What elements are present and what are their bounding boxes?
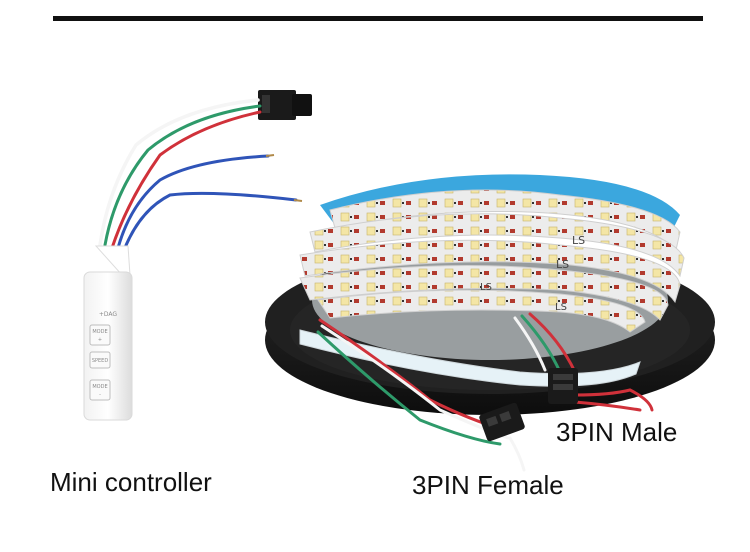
- 3pin-female-connector: [479, 402, 525, 442]
- led-strip-reel: LS LS LS LS: [265, 174, 715, 415]
- controller-top-text: +DAG: [99, 311, 118, 318]
- 3pin-male-caption: 3PIN Male: [556, 417, 678, 447]
- mode-minus-button[interactable]: MODE -: [89, 379, 111, 401]
- strip-marking: LS: [572, 234, 585, 247]
- mode-minus-sign: -: [99, 392, 101, 398]
- mini-controller: +DAG: [83, 90, 312, 421]
- speed-button[interactable]: SPEED: [89, 351, 111, 369]
- mode-minus-label: MODE: [92, 384, 107, 390]
- led-strip: [299, 189, 685, 333]
- mini-controller-caption: Mini controller: [50, 467, 212, 497]
- speed-label: SPEED: [92, 358, 109, 364]
- strip-marking: LS: [480, 282, 492, 293]
- strip-marking: LS: [556, 258, 569, 271]
- mode-plus-sign: +: [98, 337, 102, 343]
- top-divider: [53, 16, 703, 21]
- mode-plus-label: MODE: [92, 329, 107, 335]
- strip-marking: LS: [555, 302, 567, 313]
- 3pin-female-caption: 3PIN Female: [412, 470, 564, 500]
- mode-plus-button[interactable]: MODE +: [89, 324, 111, 346]
- 3pin-male-connector: [548, 368, 578, 404]
